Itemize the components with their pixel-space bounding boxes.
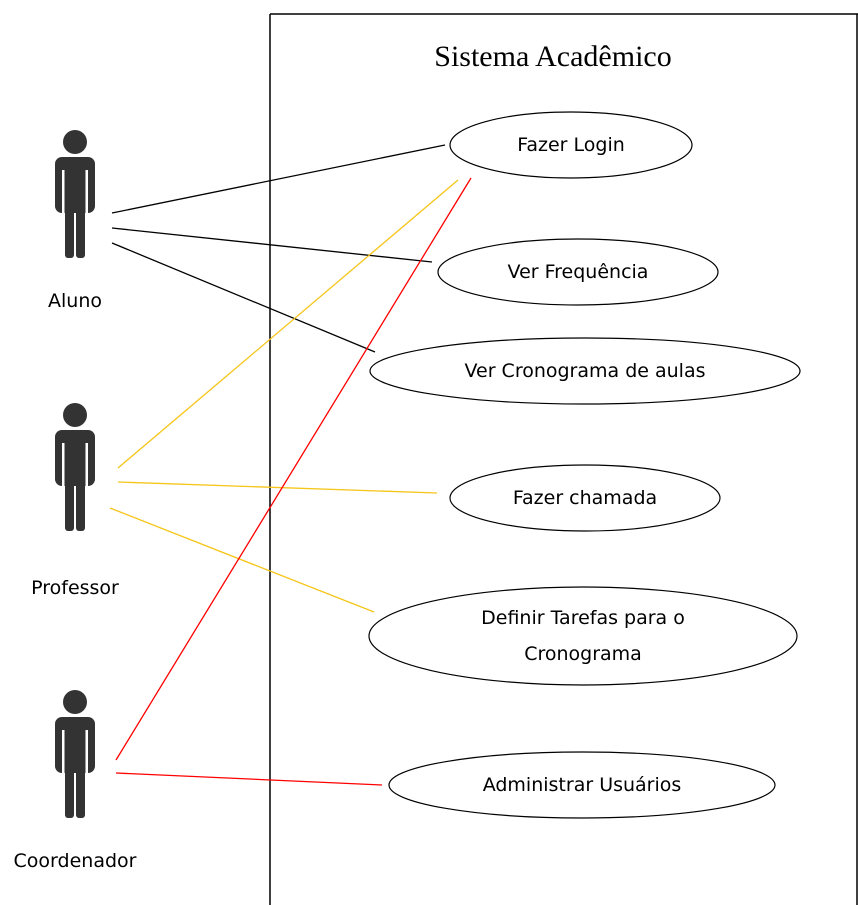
use-case-label: Cronograma <box>524 643 642 665</box>
use-case-ver-cronograma[interactable]: Ver Cronograma de aulas <box>369 337 801 405</box>
person-icon <box>55 130 95 258</box>
use-case-ver-frequencia[interactable]: Ver Frequência <box>437 238 719 306</box>
use-case-label: Definir Tarefas para o <box>481 607 685 629</box>
use-case-definir-tarefas[interactable]: Definir Tarefas para o Cronograma <box>368 586 798 686</box>
person-icon <box>55 403 95 531</box>
actor-coordenador[interactable]: Coordenador <box>14 690 137 872</box>
use-case-ellipse[interactable] <box>368 586 798 686</box>
association-aluno-fazer-login <box>111 144 446 214</box>
association-coordenador-fazer-login <box>115 177 472 761</box>
use-case-label: Fazer chamada <box>513 487 657 509</box>
association-layer <box>109 144 472 786</box>
person-icon <box>55 690 95 818</box>
actor-label: Aluno <box>48 290 102 312</box>
actor-aluno[interactable]: Aluno <box>48 130 102 312</box>
association-professor-fazer-login <box>117 179 459 469</box>
association-aluno-ver-frequencia <box>111 227 433 263</box>
actor-professor[interactable]: Professor <box>31 403 119 599</box>
use-case-administrar-usuarios[interactable]: Administrar Usuários <box>388 751 776 819</box>
actor-label: Professor <box>31 577 119 599</box>
association-professor-fazer-chamada <box>117 481 438 494</box>
association-professor-definir-tarefas <box>109 507 375 613</box>
system-title: Sistema Acadêmico <box>434 40 671 73</box>
association-aluno-ver-cronograma <box>111 242 376 353</box>
actor-label: Coordenador <box>14 850 137 872</box>
association-coordenador-administrar-usuarios <box>115 772 383 786</box>
use-case-label: Ver Cronograma de aulas <box>464 360 705 382</box>
use-case-ellipse[interactable] <box>437 238 719 306</box>
use-case-fazer-chamada[interactable]: Fazer chamada <box>449 464 721 532</box>
use-case-label: Ver Frequência <box>508 261 649 283</box>
use-case-ellipse[interactable] <box>449 464 721 532</box>
use-case-ellipse[interactable] <box>449 111 693 179</box>
use-case-ellipse[interactable] <box>369 337 801 405</box>
use-case-fazer-login[interactable]: Fazer Login <box>449 111 693 179</box>
use-case-label: Fazer Login <box>517 134 625 156</box>
use-case-ellipse[interactable] <box>388 751 776 819</box>
system-boundary: Sistema Acadêmico <box>269 13 858 905</box>
use-case-label: Administrar Usuários <box>483 774 682 796</box>
